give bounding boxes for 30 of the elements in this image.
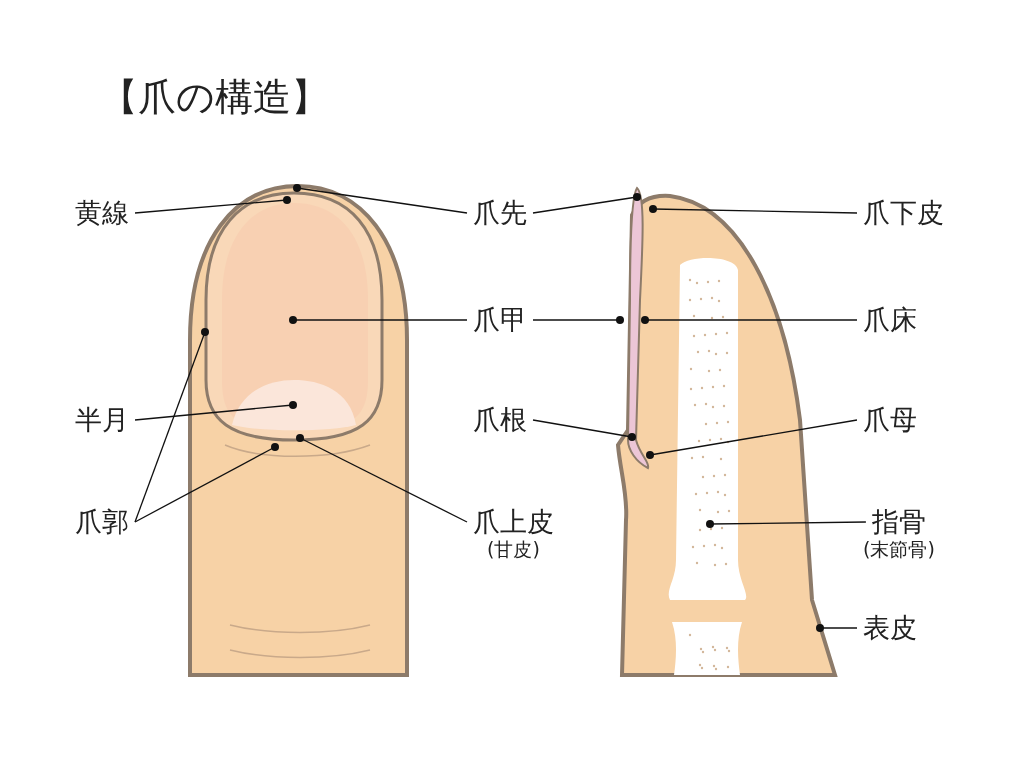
leader-line xyxy=(706,520,867,528)
leader-line xyxy=(289,316,468,324)
part-label: 黄線 xyxy=(75,197,129,229)
leader-line xyxy=(532,193,641,214)
part-label: 爪郭 xyxy=(75,506,129,538)
leader-line xyxy=(296,434,468,523)
part-label: 爪上皮 xyxy=(473,506,554,538)
part-label: 爪母 xyxy=(863,404,917,436)
leader-line xyxy=(134,328,209,523)
leader-line xyxy=(532,316,624,324)
leader-line xyxy=(646,419,858,459)
part-label: 爪根 xyxy=(473,404,527,436)
leader-line xyxy=(293,184,468,214)
leader-line xyxy=(641,316,858,324)
alternate-name-label: (甘皮) xyxy=(487,538,540,560)
title: 【爪の構造】 xyxy=(100,74,329,121)
leader-line xyxy=(816,624,858,632)
part-label: 半月 xyxy=(75,404,129,436)
part-label: 爪甲 xyxy=(473,304,527,336)
leader-line xyxy=(134,401,297,421)
part-label: 爪先 xyxy=(473,197,527,229)
leader-line xyxy=(134,443,279,523)
leader-line xyxy=(649,205,858,214)
part-label: 指骨 xyxy=(871,506,926,538)
leader-line xyxy=(532,419,636,441)
part-label: 爪下皮 xyxy=(863,197,944,229)
leader-line xyxy=(134,196,291,214)
part-label: 表皮 xyxy=(863,612,917,644)
alternate-name-label: (末節骨) xyxy=(863,538,935,560)
part-label: 爪床 xyxy=(863,304,917,336)
